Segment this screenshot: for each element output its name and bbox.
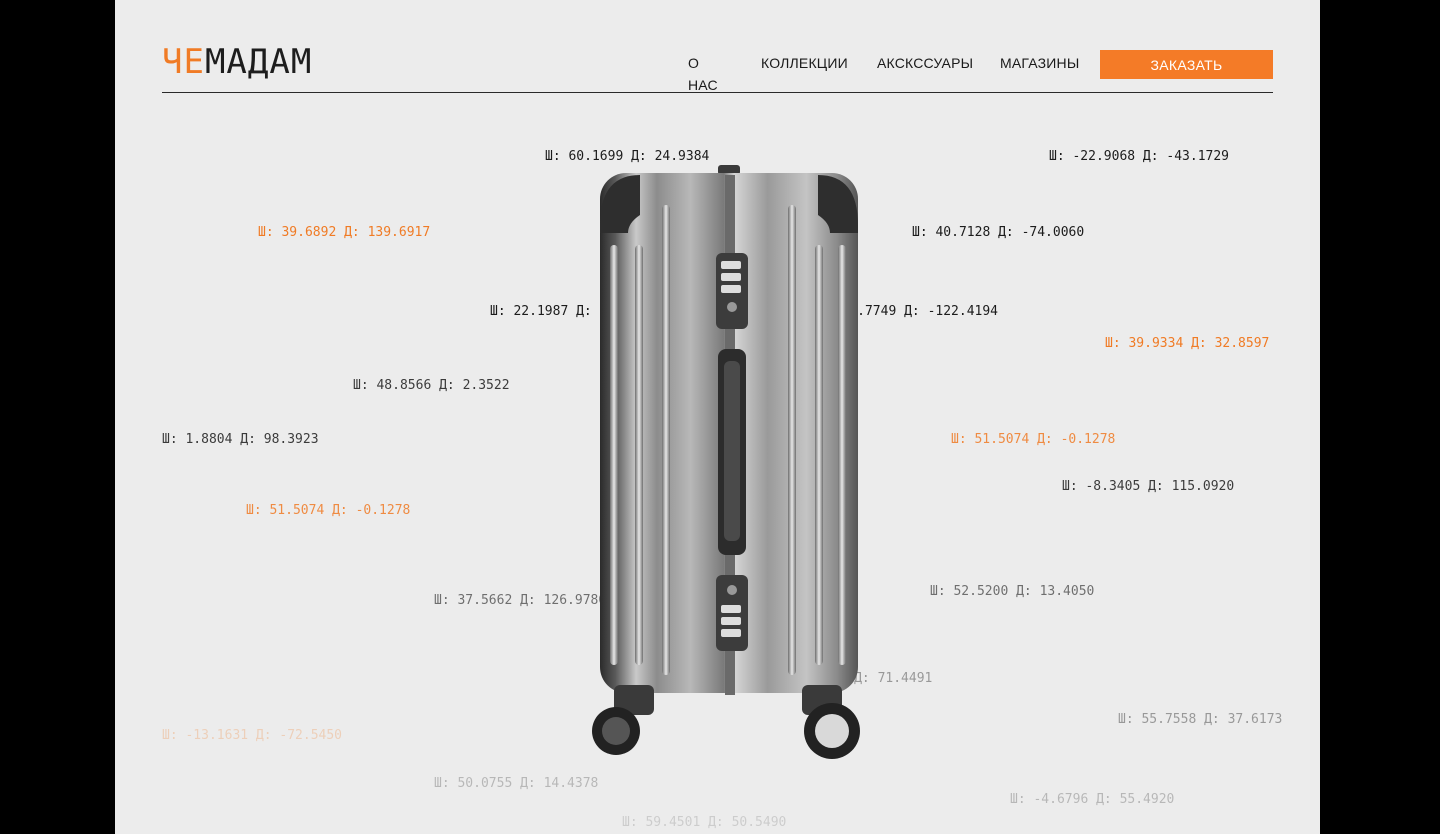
coordinate-label: Ш: -8.3405 Д: 115.0920 (1062, 479, 1235, 494)
header-divider (162, 92, 1273, 93)
coordinate-label: Ш: 59.4501 Д: 50.5490 (622, 815, 787, 830)
coordinate-label: Ш: 55.7558 Д: 37.6173 (1118, 712, 1283, 727)
coordinate-label: Ш: 39.6892 Д: 139.6917 (258, 225, 431, 240)
coordinate-label: Ш: 60.1699 Д: 24.9384 (545, 149, 710, 164)
logo-part-accent: ЧЕ (162, 42, 205, 82)
nav-item-about[interactable]: О НАС (688, 55, 718, 93)
coordinate-label: Ш: 37.5662 Д: 126.9780 (434, 593, 607, 608)
nav-item-accessories[interactable]: АКСКССУАРЫ (877, 55, 974, 71)
coordinate-label: Ш: 51.5074 Д: -0.1278 (246, 503, 411, 518)
coordinate-label: Ш: 39.9334 Д: 32.8597 (1105, 336, 1270, 351)
coordinate-label: Ш: 40.7128 Д: -74.0060 (912, 225, 1085, 240)
coordinate-label: Ш: -4.6796 Д: 55.4920 (1010, 792, 1175, 807)
order-button[interactable]: ЗАКАЗАТЬ (1100, 50, 1273, 79)
logo-part-main: МАДАМ (204, 42, 313, 82)
coordinate-label: Ш: 37.7749 Д: -122.4194 (818, 304, 999, 319)
suitcase-image (592, 165, 860, 759)
coordinate-label: Ш: -22.9068 Д: -43.1729 (1049, 149, 1230, 164)
coordinate-label: Ш: -13.1631 Д: -72.5450 (162, 728, 343, 743)
nav-item-stores[interactable]: МАГАЗИНЫ (1000, 55, 1080, 71)
coordinate-label: Ш: 52.5200 Д: 13.4050 (930, 584, 1095, 599)
coordinate-label: Ш: 50.0755 Д: 14.4378 (434, 776, 599, 791)
coordinate-label: Ш: 48.8566 Д: 2.3522 (353, 378, 510, 393)
coordinate-label: Ш: 51.5074 Д: -0.1278 (951, 432, 1116, 447)
nav-item-collections[interactable]: КОЛЛЕКЦИИ (761, 55, 848, 71)
coordinate-label: Ш: 1.8804 Д: 98.3923 (162, 432, 319, 447)
